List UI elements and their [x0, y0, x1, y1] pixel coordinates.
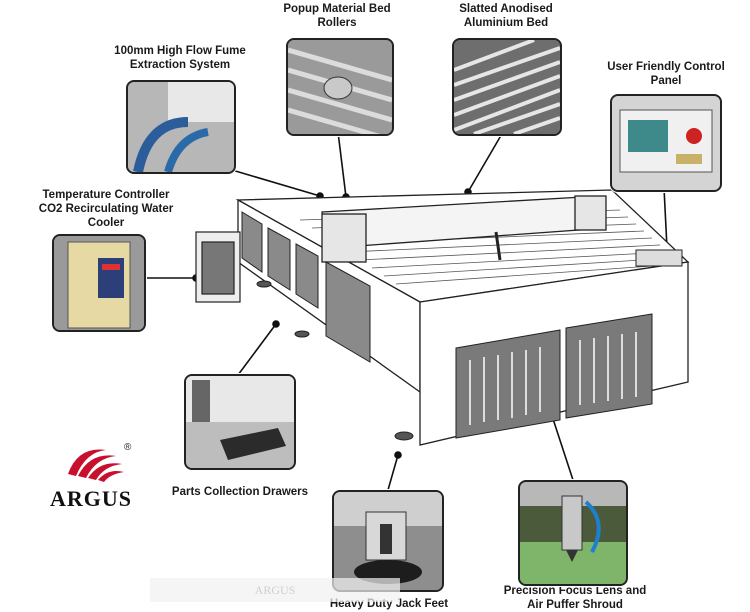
argus-logo: ® ARGUS	[46, 442, 146, 512]
photo-water-cooler	[52, 234, 146, 332]
argus-registered-mark: ®	[124, 442, 132, 453]
footer-watermark: ARGUS	[150, 578, 400, 602]
label-bed-rollers: Popup Material Bed Rollers	[283, 3, 391, 29]
photo-aluminium-bed	[452, 38, 562, 136]
label-fume-extraction: 100mm High Flow Fume Extraction System	[114, 45, 246, 71]
photo-fume-extraction	[126, 80, 236, 174]
footer-watermark-text: ARGUS	[254, 583, 296, 597]
argus-wordmark: ARGUS	[50, 486, 133, 511]
label-parts-drawers: Parts Collection Drawers	[171, 486, 309, 498]
photo-bed-rollers	[286, 38, 394, 136]
label-control-panel: User Friendly Control Panel	[607, 61, 725, 87]
photo-control-panel	[610, 94, 722, 192]
photo-jack-feet	[332, 490, 444, 592]
photo-parts-drawers	[184, 374, 296, 470]
label-aluminium-bed: Slatted Anodised Aluminium Bed	[459, 3, 553, 29]
photo-focus-lens	[518, 480, 628, 586]
label-focus-lens: Precision Focus Lens and Air Puffer Shro…	[503, 585, 647, 611]
argus-logo-mark	[68, 449, 124, 482]
label-water-cooler: Temperature Controller CO2 Recirculating…	[38, 189, 174, 229]
